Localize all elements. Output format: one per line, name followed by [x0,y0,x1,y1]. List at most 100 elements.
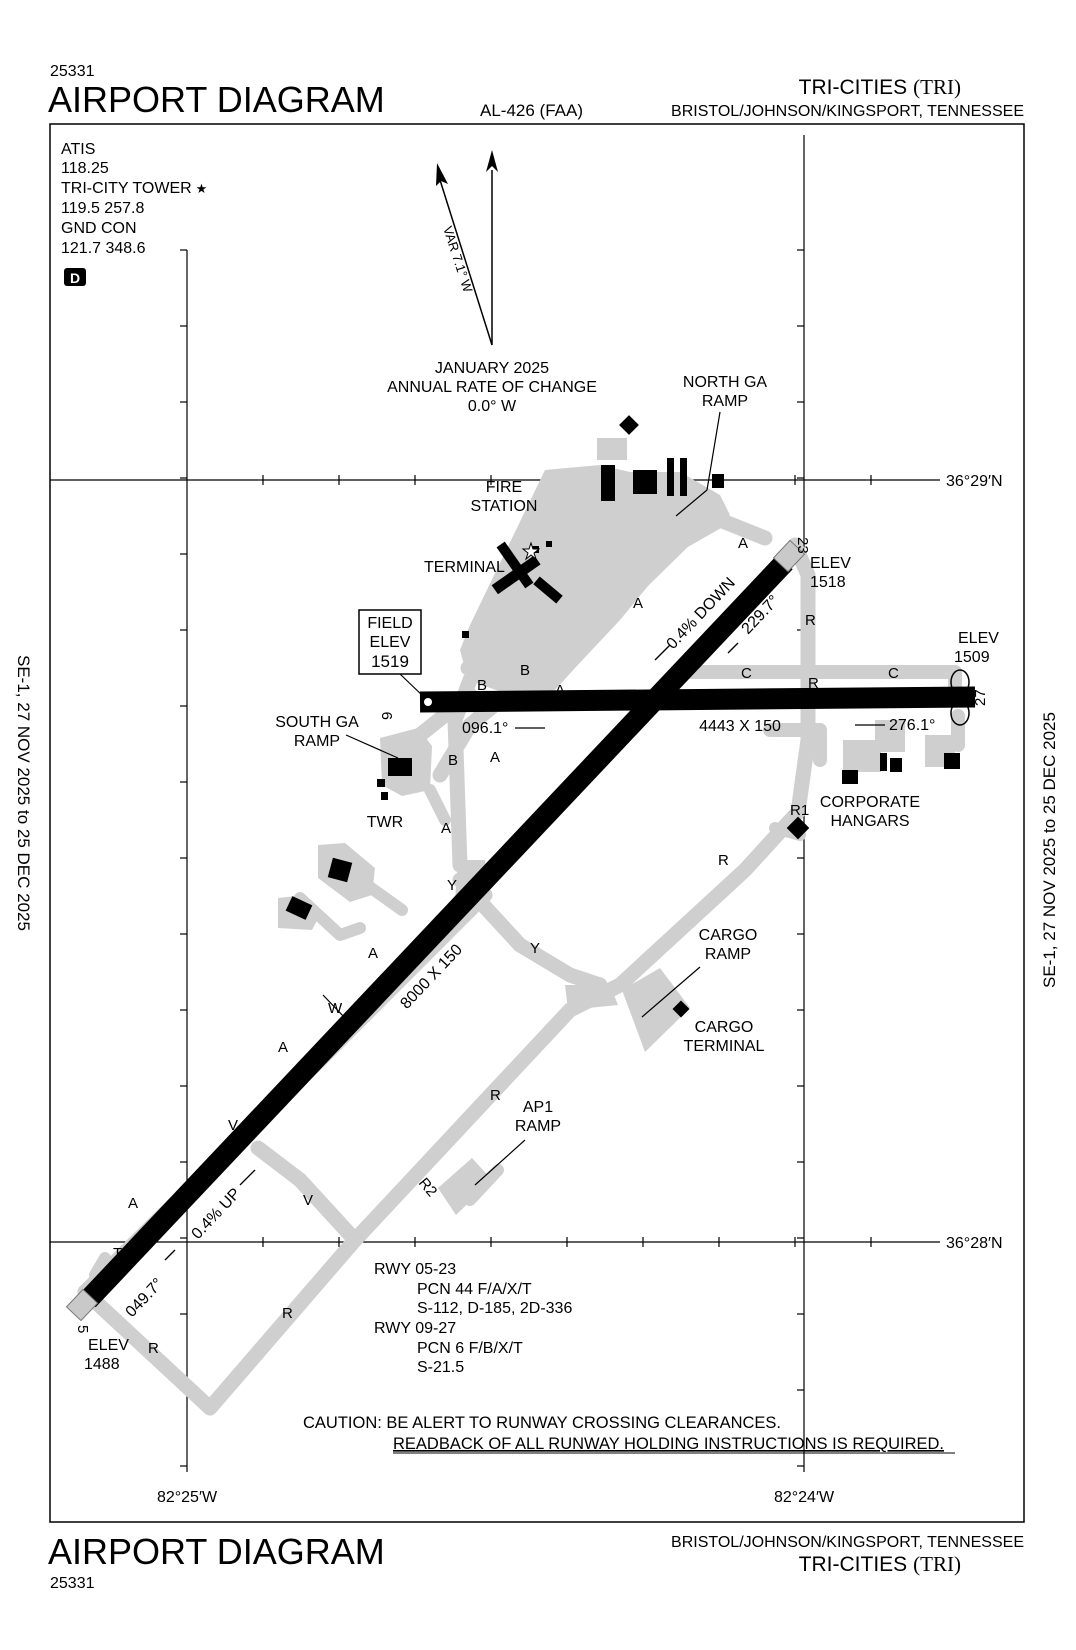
atis-freq: 118.25 [61,160,109,177]
pcn-rwy2: RWY 09-27 [374,1320,456,1337]
side-text-left: SE-1, 27 NOV 2025 to 25 DEC 2025 [14,655,33,931]
taxiway-label-y-2: Y [530,940,540,957]
heading-05-arrow-icon [164,1249,176,1261]
lat-label-south: 36°28′N [946,1235,1003,1252]
magnetic-north-arrow-icon [436,163,493,346]
taxiway-r2 [464,1164,504,1206]
chart-title-bottom: AIRPORT DIAGRAM [48,1531,385,1572]
runway-9-end-light-icon [424,698,432,706]
elev-27-value: 1509 [954,649,990,666]
taxiway-label-a-6: A [368,945,378,962]
airport-name-bottom-text: TRI-CITIES [799,1553,908,1576]
pcn-rwy2-strength: S-21.5 [417,1359,464,1376]
threshold-5 [65,1288,99,1322]
field-elev-box [358,609,422,675]
pcn-rwy2-pcn: PCN 6 F/B/X/T [417,1340,523,1357]
taxiway-label-a-1: A [738,535,748,552]
elev-5-label: ELEV [88,1337,129,1354]
gnd-freq: 121.7 348.6 [61,240,146,257]
tower-freq: 119.5 257.8 [61,200,144,217]
building-r1 [786,816,810,840]
taxiway-label-a-7: A [278,1039,288,1056]
d-symbol-icon [64,268,86,286]
hold-line-w [322,994,346,1019]
mag-variation: VAR 7.1° W [440,224,476,295]
north-ga-leader-2 [675,489,708,517]
building-north-ga-5 [712,474,724,488]
chart-title-top: AIRPORT DIAGRAM [48,79,385,120]
tower-label: TRI-CITY TOWER★ [61,180,207,197]
cargo-ramp-label-2: RAMP [705,946,751,963]
corporate-hangar-1 [842,770,858,784]
building-fire-2 [546,541,552,547]
buildings [285,415,960,1018]
runway-end-23: 23 [794,537,811,554]
caution-line-2: READBACK OF ALL RUNWAY HOLDING INSTRUCTI… [393,1435,944,1453]
lon-label-east: 82°24′W [774,1489,835,1506]
side-text-right: SE-1, 27 NOV 2025 to 25 DEC 2025 [1040,712,1059,988]
cargo-ramp-apron [622,968,690,1052]
taxiway-west-link [354,874,408,916]
taxiway-label-r-6: R [148,1340,159,1357]
building-west-1 [327,857,353,883]
ap1-ramp-leader [474,1139,526,1186]
runway-09-27 [419,669,976,726]
pcn-rwy1: RWY 05-23 [374,1261,456,1278]
building-south-ga [388,758,412,776]
building-small-1 [462,631,469,638]
chart-number-top: 25331 [50,63,95,80]
twr-icon [381,792,388,800]
elev-23-label: ELEV [810,555,851,572]
north-ga-label-2: RAMP [702,393,748,410]
terminal-wing-1 [496,541,534,589]
corporate-apron-1 [843,740,881,772]
mag-rate-value: 0.0° W [468,398,517,415]
terminal-wing-3 [533,576,563,604]
building-north-ga-2 [633,470,657,494]
taxiway-label-c-1: C [741,665,752,682]
runway-05-23 [65,539,806,1322]
corporate-hangar-3 [890,758,902,772]
runway-05-23-surface [80,554,793,1308]
runway-end-9: 9 [379,712,396,720]
lat-label-north: 36°29′N [946,473,1003,490]
slope-down-arrow-icon [654,644,671,661]
building-north-ga-3 [667,458,674,496]
north-ga-label-1: NORTH GA [683,374,767,391]
d-symbol-text: D [70,270,80,286]
tower-label-text: TRI-CITY TOWER [61,180,192,197]
taxiway-label-v-1: V [228,1117,238,1134]
runway-09-heading: 096.1° [462,720,508,737]
airport-name-top-text: TRI-CITIES [799,76,908,99]
airport-code-top: (TRI) [913,75,961,99]
south-ga-label-2: RAMP [294,733,340,750]
terminal-label: TERMINAL [424,559,505,576]
taxiway-label-a-2: A [633,595,643,612]
taxiway-label-r-2: R [808,675,819,692]
airport-name-top: TRI-CITIES(TRI) [799,75,961,99]
building-west-2 [285,896,313,920]
building-cargo-terminal [672,1000,690,1018]
taxiway-label-a-8: A [128,1195,138,1212]
runway-09-27-dims: 4443 X 150 [699,718,781,735]
taxiway-label-a-4: A [490,749,500,766]
cargo-terminal-label-2: TERMINAL [684,1038,765,1055]
taxiway-label-c-2: C [888,665,899,682]
elev-23-value: 1518 [810,574,846,591]
mag-rate-label: ANNUAL RATE OF CHANGE [387,379,597,396]
corporate-hangar-4 [944,753,960,769]
pcn-rwy1-pcn: PCN 44 F/A/X/T [417,1281,532,1298]
lon-label-west: 82°25′W [157,1489,218,1506]
runway-end-27: 27 [972,689,989,706]
taxiway-label-b-2: B [477,677,487,694]
atis-label: ATIS [61,141,95,158]
taxiway-v [250,1140,363,1248]
runway-27-light-icon-2 [950,700,970,726]
corporate-hangars-label-2: HANGARS [830,813,909,830]
building-north-1 [619,415,639,435]
taxiway-y [452,872,608,993]
taxiway-label-t: T [113,1245,122,1262]
fire-station-label-2: STATION [471,498,538,515]
building-north-ga-1 [601,465,615,501]
beacon-star-icon [521,541,541,561]
